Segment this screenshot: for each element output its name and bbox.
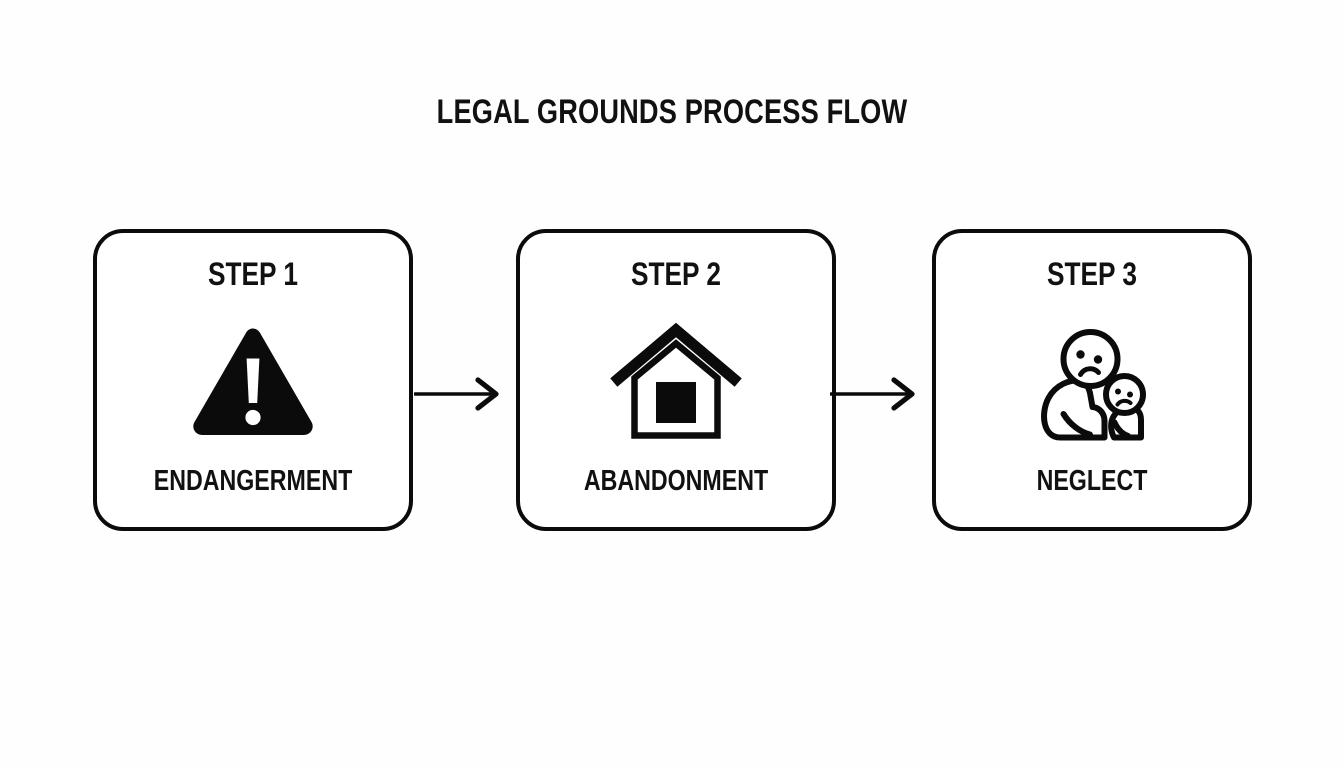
step-number-label: STEP 3 xyxy=(1047,256,1137,292)
sad-adult-and-child-icon xyxy=(1022,321,1162,451)
arrow-step1-to-step2 xyxy=(414,374,518,414)
warning-triangle-icon xyxy=(183,321,323,451)
step-card-abandonment[interactable]: STEP 2 ABANDONMENT xyxy=(516,229,836,531)
step-card-neglect[interactable]: STEP 3 xyxy=(932,229,1252,531)
step-name-label: ENDANGERMENT xyxy=(153,465,353,497)
arrow-step2-to-step3 xyxy=(830,374,934,414)
page-title: LEGAL GROUNDS PROCESS FLOW xyxy=(436,93,908,131)
step-number-label: STEP 1 xyxy=(208,256,298,292)
step-name-label: NEGLECT xyxy=(1036,465,1148,497)
process-flow: STEP 1 ENDANGERMENT STEP 2 xyxy=(0,229,1344,532)
step-name-label: ABANDONMENT xyxy=(583,465,769,497)
step-number-label: STEP 2 xyxy=(631,256,721,292)
house-icon xyxy=(606,321,746,451)
step-card-endangerment[interactable]: STEP 1 ENDANGERMENT xyxy=(93,229,413,531)
